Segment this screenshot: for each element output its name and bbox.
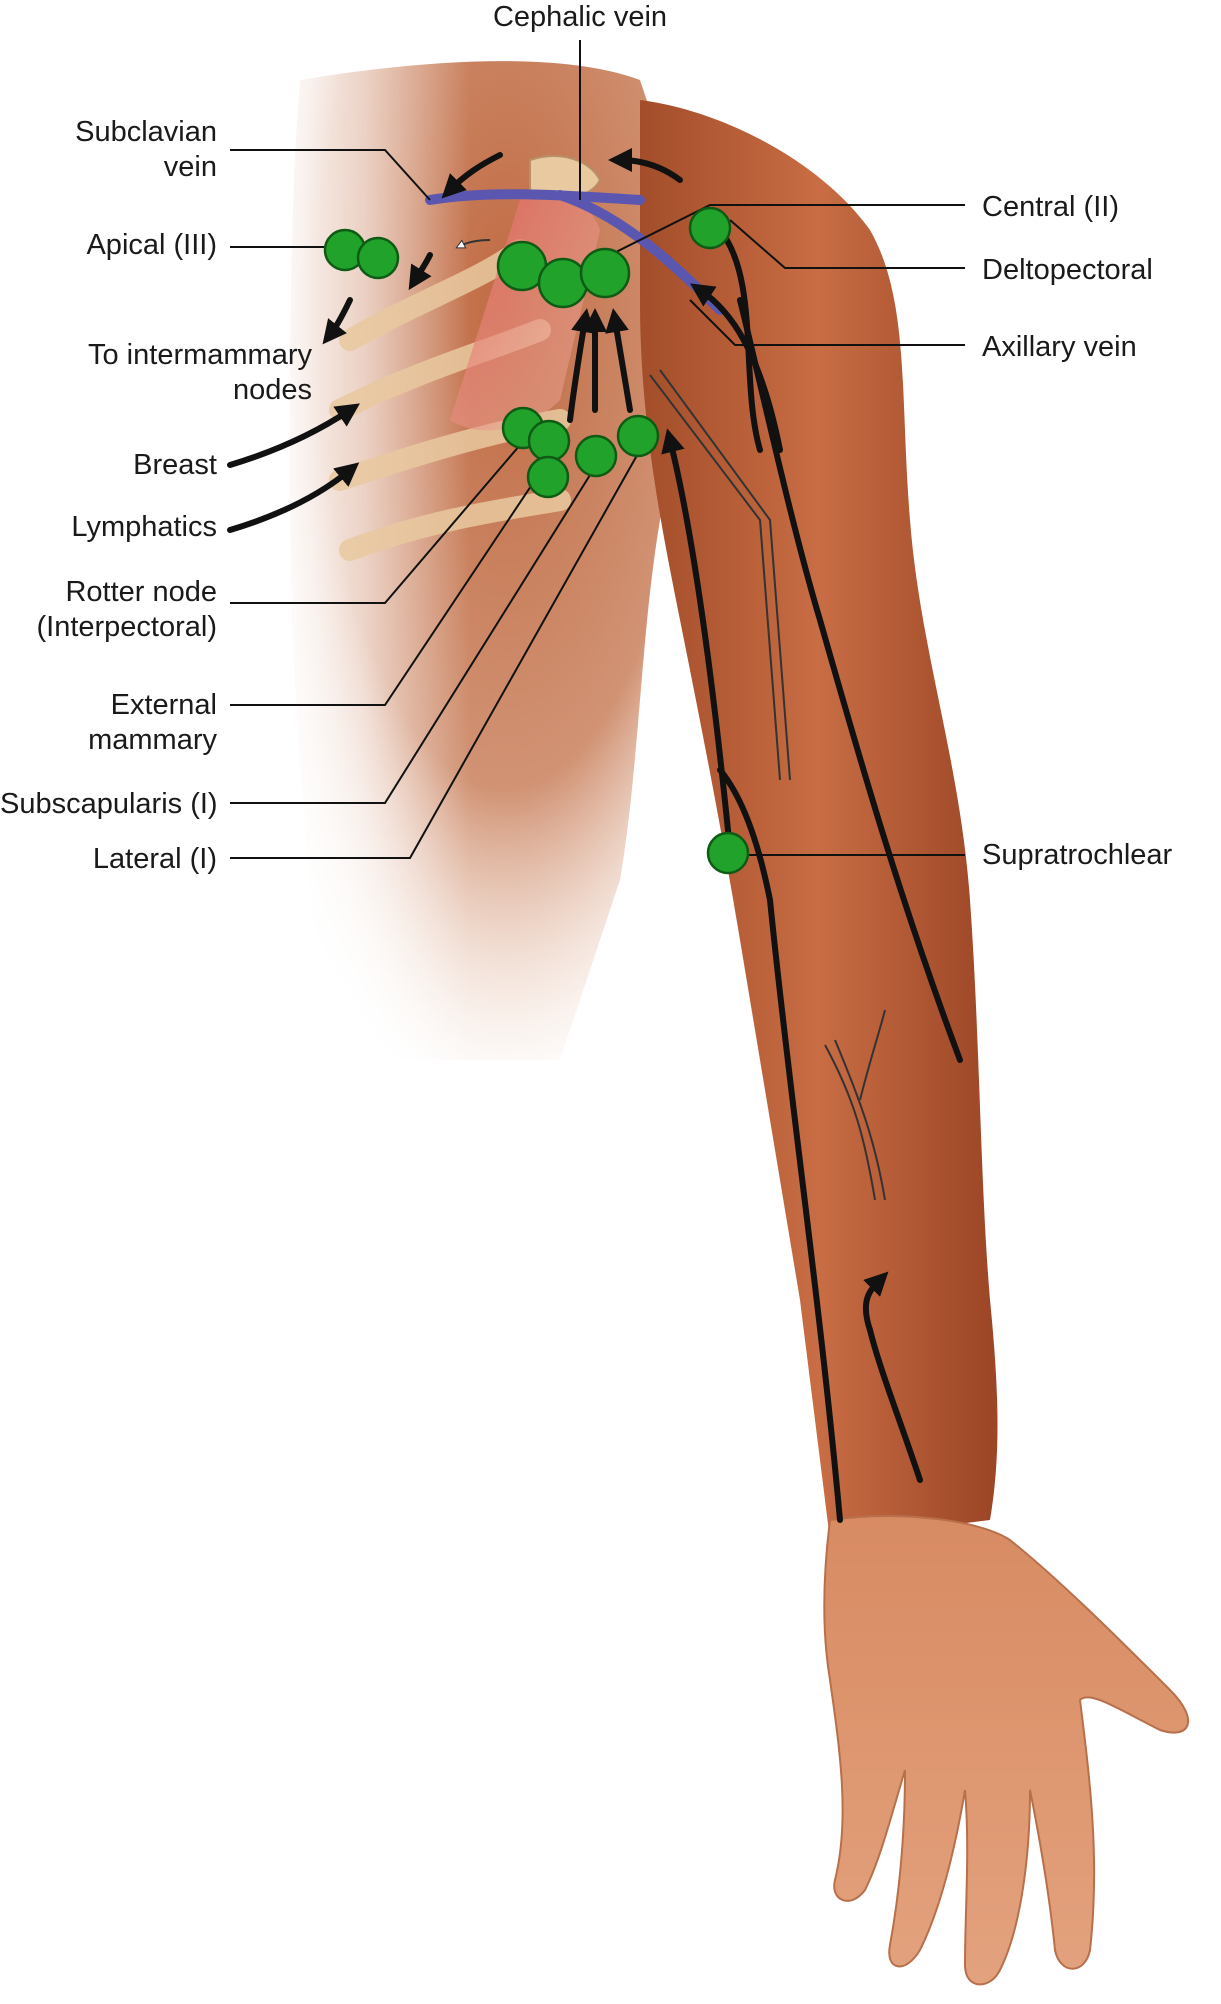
- lateral-node: [616, 414, 660, 458]
- hand: [823, 1515, 1190, 1986]
- lymph-nodes: [323, 206, 750, 875]
- lymphatic-pathways: [227, 148, 963, 1523]
- label-subclavian-vein: Subclavian vein: [75, 116, 217, 183]
- label-cephalic-vein: Cephalic vein: [492, 1, 668, 33]
- rotter-node-2: [527, 419, 571, 463]
- label-external-mammary: External mammary: [88, 689, 217, 756]
- torso: [260, 60, 684, 1080]
- pectoralis-minor-muscle: [450, 196, 600, 431]
- apical-node-2: [356, 236, 400, 280]
- label-apical: Apical (III): [86, 229, 217, 261]
- central-node-2: [537, 257, 589, 309]
- supratrochlear-node: [706, 831, 750, 875]
- label-supratrochlear: Supratrochlear: [982, 839, 1173, 871]
- subscapularis-node: [574, 434, 618, 478]
- subclavian-vein-path: [425, 189, 645, 205]
- label-deltopectoral: Deltopectoral: [982, 254, 1153, 286]
- external-mammary-node: [526, 455, 570, 499]
- label-lateral: Lateral (I): [92, 843, 217, 875]
- arm: [640, 100, 998, 1540]
- superficial-pathways: [460, 239, 886, 1201]
- label-central: Central (II): [982, 191, 1119, 223]
- leader-lines: [230, 40, 965, 859]
- deltopectoral-node: [688, 206, 732, 250]
- label-axillary-vein: Axillary vein: [982, 331, 1137, 363]
- central-node-3: [579, 247, 631, 299]
- label-subscapularis: Subscapularis (I): [0, 788, 218, 820]
- label-lymphatics: Lymphatics: [71, 511, 217, 543]
- label-to-intermammary-nodes: To intermammary nodes: [88, 339, 312, 406]
- label-breast: Breast: [133, 449, 217, 481]
- label-rotter-node: Rotter node (Interpectoral): [36, 576, 217, 643]
